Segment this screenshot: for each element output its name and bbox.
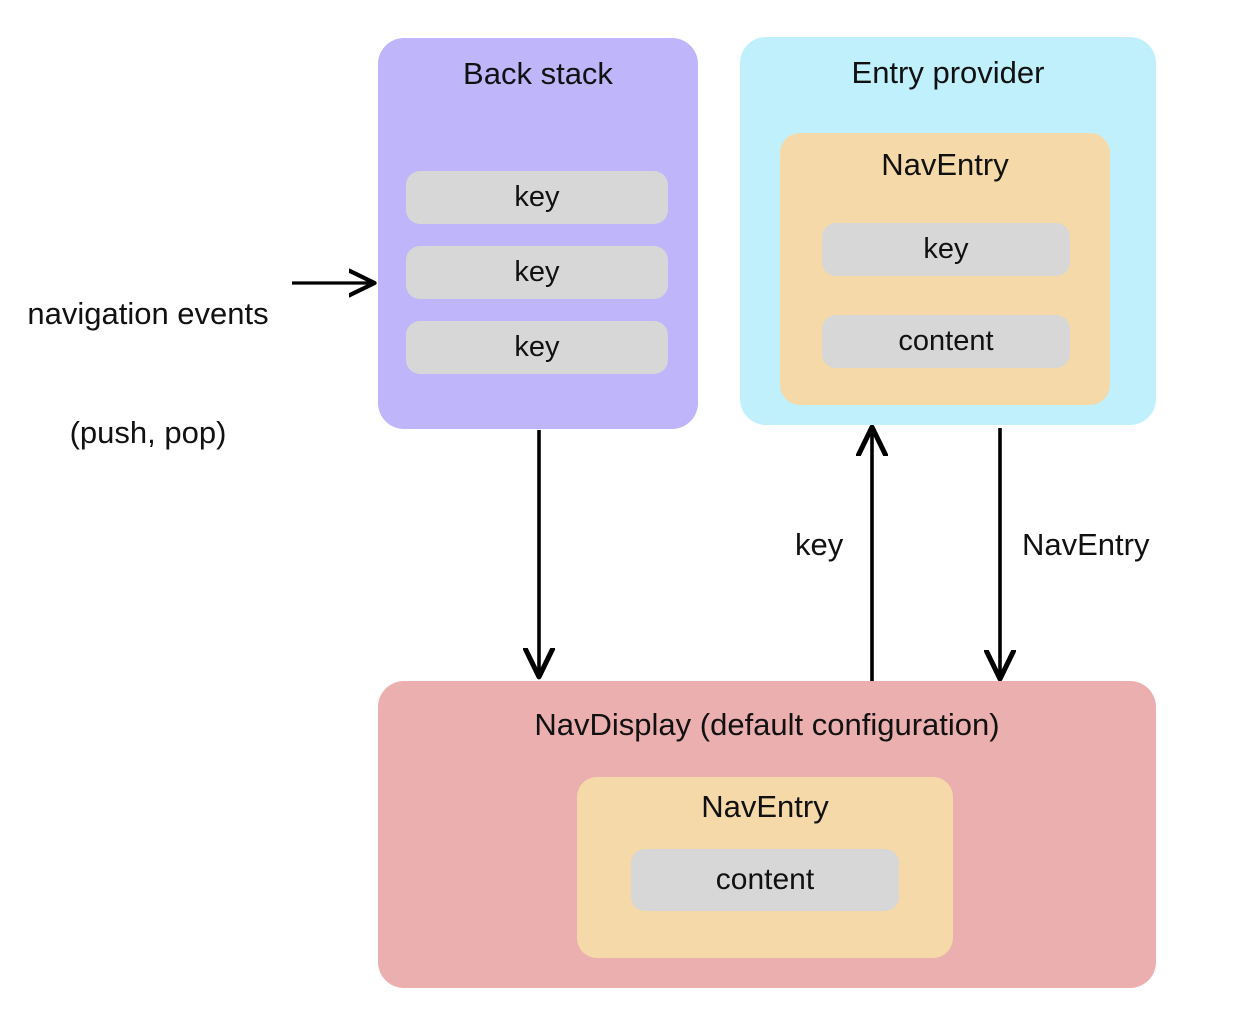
navigation-events-line-1: navigation events xyxy=(27,296,269,332)
back-stack-title: Back stack xyxy=(463,56,613,91)
entry-provider-key-chip: key xyxy=(822,223,1070,276)
entry-provider-title: Entry provider xyxy=(851,55,1045,90)
navigation-events-line-2: (push, pop) xyxy=(69,415,227,451)
navigation-events-label: navigation events (push, pop) xyxy=(8,215,288,532)
entry-provider-content-chip: content xyxy=(822,315,1070,368)
nav-display-title: NavDisplay (default configuration) xyxy=(534,707,1000,742)
entry-provider-panel: Entry provider NavEntry key content xyxy=(740,37,1156,425)
edge-label-naventry: NavEntry xyxy=(1022,527,1150,562)
nav-display-nav-entry-box: NavEntry content xyxy=(577,777,953,958)
back-stack-key-chip: key xyxy=(406,171,668,224)
back-stack-panel: Back stack key key key xyxy=(378,38,698,429)
nav-display-content-chip: content xyxy=(631,849,899,911)
back-stack-key-chip: key xyxy=(406,321,668,374)
entry-provider-nav-entry-box: NavEntry key content xyxy=(780,133,1110,405)
edge-label-key: key xyxy=(795,527,844,562)
nav-display-panel: NavDisplay (default configuration) NavEn… xyxy=(378,681,1156,988)
nav-display-nav-entry-title: NavEntry xyxy=(701,789,829,824)
back-stack-key-chip: key xyxy=(406,246,668,299)
entry-provider-nav-entry-title: NavEntry xyxy=(881,147,1009,182)
